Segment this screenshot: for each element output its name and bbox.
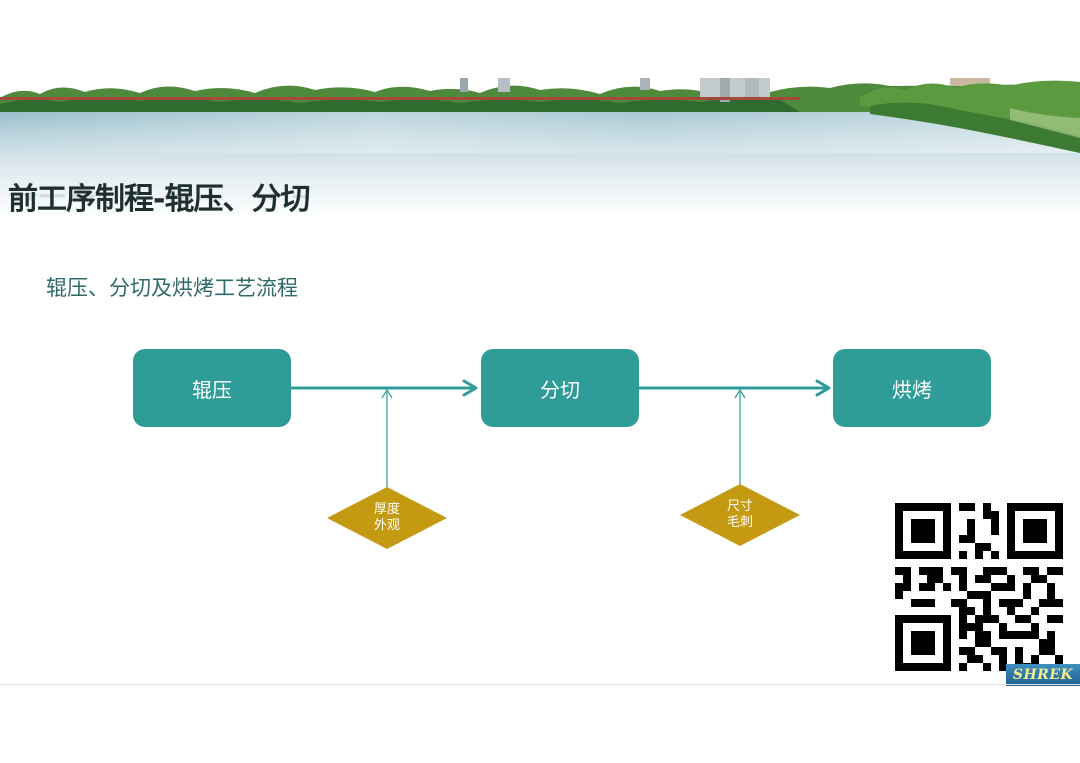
process-box-slitting: 分切: [481, 349, 639, 427]
footer-divider: [0, 684, 1080, 685]
inspection-item-burr: 毛刺: [726, 515, 753, 530]
process-box-baking: 烘烤: [833, 349, 991, 427]
slide-subtitle: 辊压、分切及烘烤工艺流程: [46, 276, 298, 300]
process-label-baking: 烘烤: [892, 377, 932, 402]
inspection-diamond-slitting: 尺寸 毛刺: [679, 483, 801, 547]
arrowhead-slitting: [462, 379, 478, 397]
diamond-shape: [327, 487, 447, 549]
slide-title: 前工序制程-辊压、分切: [8, 182, 310, 217]
inspection-diamond-rolling: 厚度 外观: [326, 486, 448, 550]
check-arrowhead-2: [734, 388, 746, 399]
riverbank-trees-image: [860, 80, 1080, 153]
diamond-shape: [680, 484, 800, 546]
shrek-logo: SHREK: [1006, 664, 1080, 686]
check-arrowhead-1: [381, 388, 393, 399]
river-landscape-banner: [0, 78, 1080, 218]
arrowhead-baking: [815, 379, 831, 397]
slide-title-reflection: 前工序制程-辊压、分切: [8, 192, 309, 210]
process-label-rolling: 辊压: [192, 377, 232, 402]
process-box-rolling: 辊压: [133, 349, 291, 427]
process-label-slitting: 分切: [540, 377, 580, 402]
qr-code-image: [895, 503, 1063, 671]
bridge-image: [0, 97, 800, 100]
inspection-item-appearance: 外观: [373, 518, 400, 533]
inspection-item-size: 尺寸: [726, 499, 753, 514]
inspection-item-thickness: 厚度: [373, 502, 400, 517]
